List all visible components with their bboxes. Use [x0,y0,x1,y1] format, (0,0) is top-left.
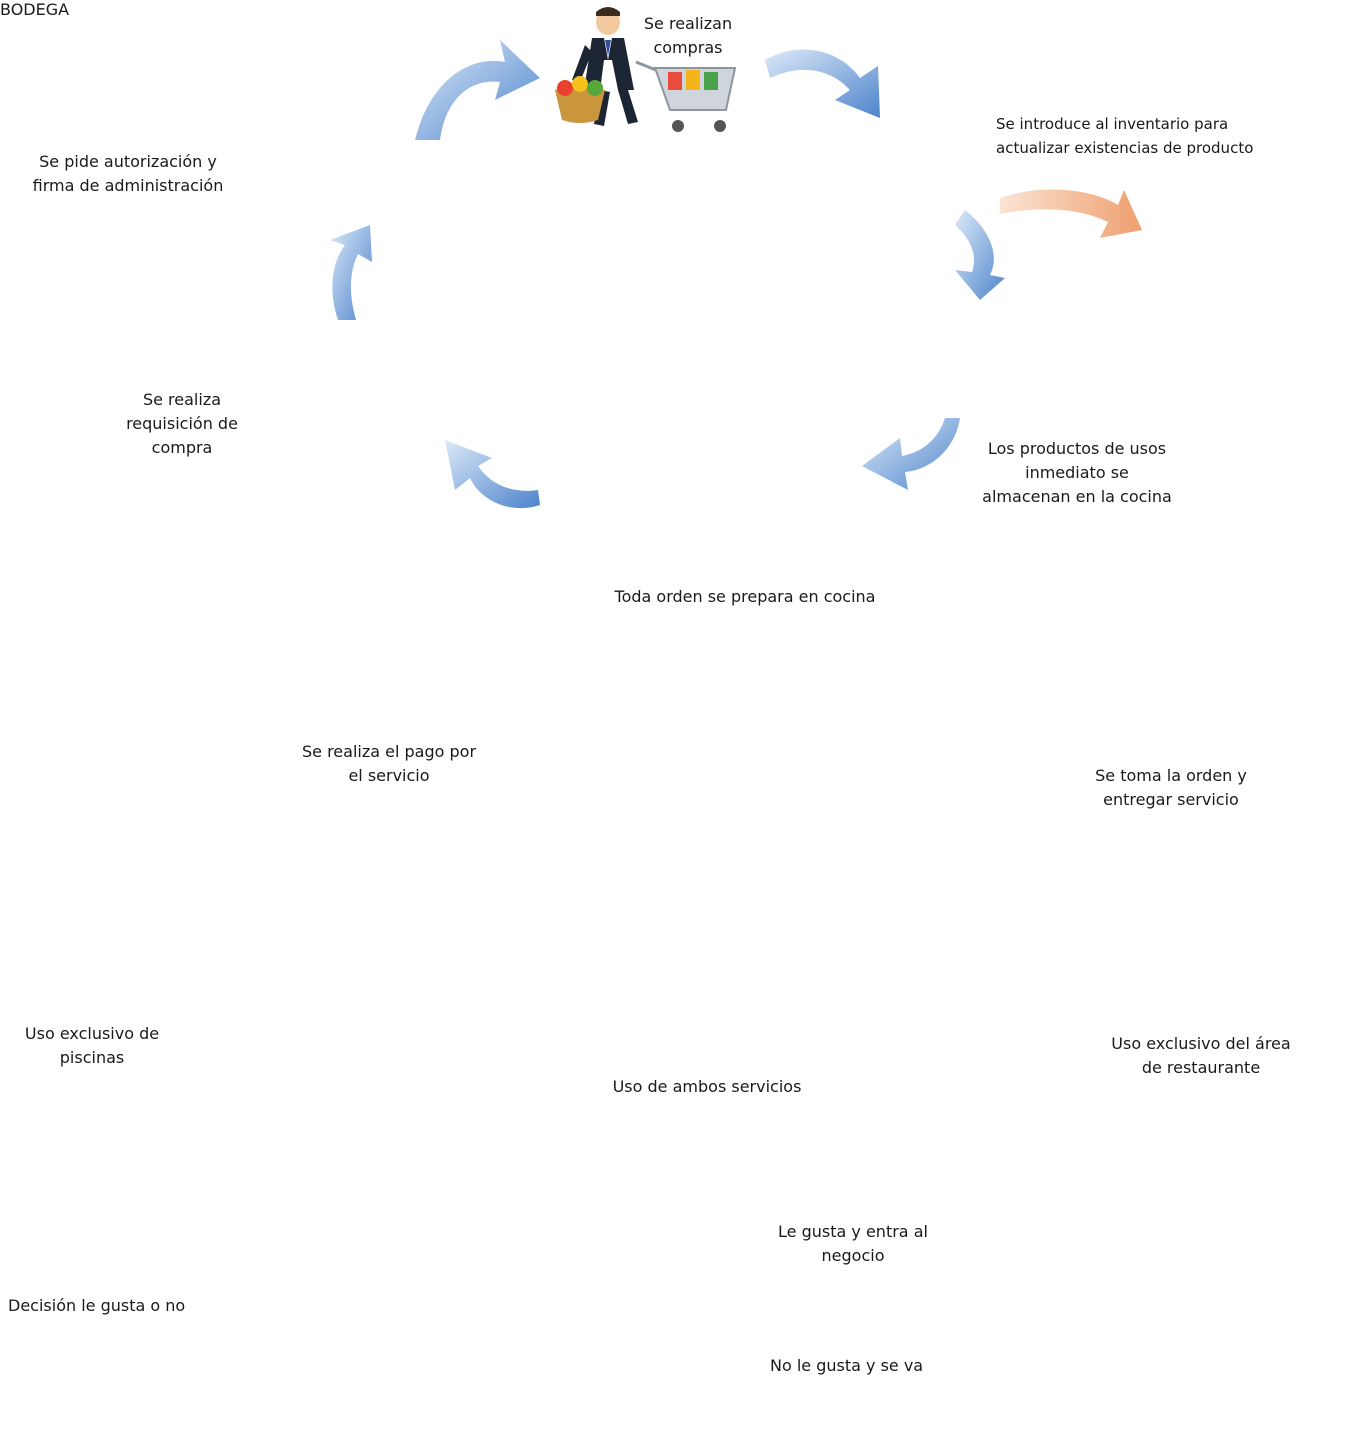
label-ambos: Uso de ambos servicios [612,1077,802,1096]
label-decision: Decisión le gusta o no [8,1296,186,1315]
label-orden-cocina: Toda orden se prepara en cocina [614,587,876,606]
label-cocina-almacen: Los productos de usos inmediato se almac… [982,439,1172,506]
arrow-autorizacion-to-compras [415,40,540,140]
label-no-gusta: No le gusta y se va [770,1356,924,1375]
label-le-gusta: Le gusta y entra al negocio [778,1222,928,1265]
label-autorizacion: Se pide autorización y firma de administ… [32,152,224,195]
label-orden-servicio: Se toma la orden y entregar servicio [1095,766,1247,809]
label-inventario: Se introduce al inventario para actualiz… [996,115,1254,157]
label-restaurante: Uso exclusivo del área de restaurante [1111,1034,1291,1077]
arrow-compras-to-inventario [765,49,880,118]
shopper-icon [555,7,737,132]
arrow-inventario-to-bodega [1000,189,1142,238]
label-compras: Se realizan compras [643,14,733,57]
arrow-inventario-to-refrigerador [955,210,1005,300]
label-piscinas: Uso exclusivo de piscinas [24,1024,160,1067]
label-requisicion: Se realiza requisición de compra [126,390,238,457]
warehouse-sign: BODEGA [0,0,70,19]
arrow-cocina-to-requisicion [445,440,540,509]
label-pago: Se realiza el pago por el servicio [301,742,477,785]
arrow-refrigerador-to-cocina [862,418,960,490]
arrow-requisicion-to-autorizacion [330,225,372,320]
